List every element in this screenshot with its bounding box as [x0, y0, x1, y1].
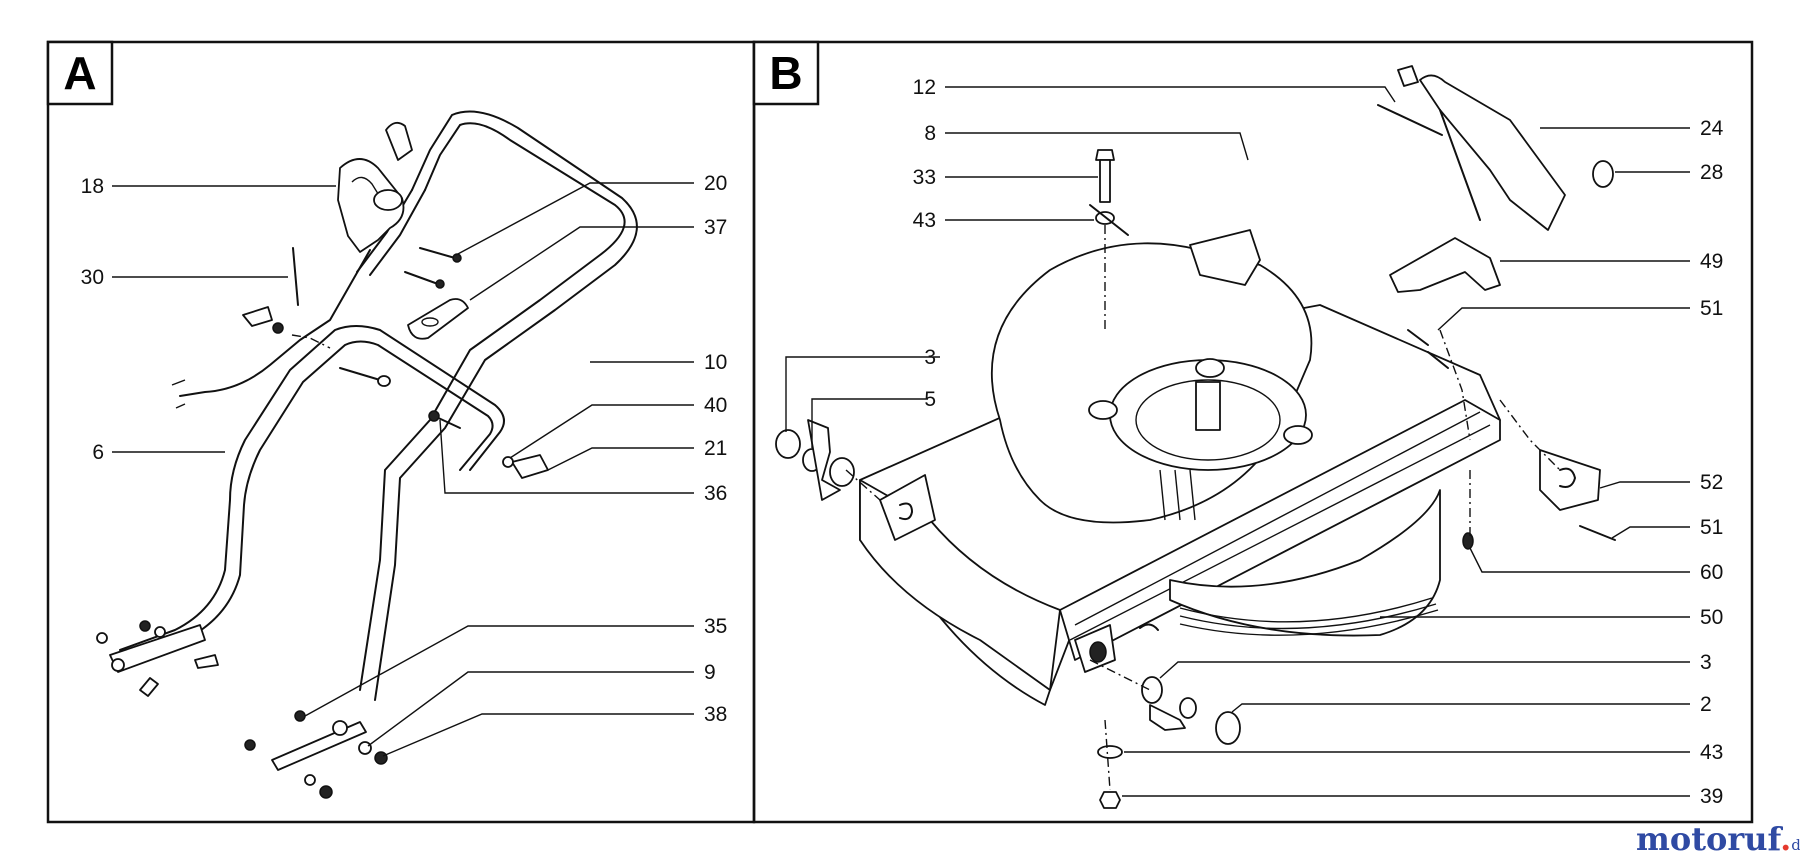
callout-51-upper: 51	[1700, 297, 1723, 320]
nut-60	[1462, 532, 1474, 550]
bracket-5	[807, 419, 841, 501]
lower-handle-bar	[119, 325, 505, 651]
callout-52: 52	[1700, 471, 1723, 494]
callout-5: 5	[924, 388, 936, 411]
rear-flap	[1189, 229, 1261, 286]
washer-2	[1215, 711, 1241, 745]
panel-a-frame	[46, 40, 756, 824]
panel-a-label: A	[46, 40, 114, 106]
mower-deck-drawing	[775, 65, 1616, 809]
callout-37: 37	[704, 216, 727, 239]
knob-21	[511, 454, 549, 479]
spring-12	[1377, 104, 1443, 136]
callout-35: 35	[704, 615, 727, 638]
panel-b-frame	[752, 40, 1754, 824]
panel-b-label: B	[752, 40, 820, 106]
screw-20	[419, 247, 456, 259]
upper-handle-bar	[359, 122, 626, 691]
callout-3-left: 3	[924, 346, 936, 369]
watermark-tld: de	[1791, 836, 1800, 854]
left-wheel-bracket	[879, 474, 936, 541]
panel-a-letter: A	[63, 47, 96, 99]
panel-a-callouts: 18 30 6 20 37 10 40 21 36 35 9 38	[81, 172, 728, 726]
callout-40: 40	[704, 394, 727, 417]
callout-18: 18	[81, 175, 104, 198]
washer-3-right	[1141, 676, 1163, 704]
panel-b-leaders	[785, 86, 1690, 797]
callout-49: 49	[1700, 250, 1723, 273]
pin-8	[1089, 204, 1129, 236]
callout-6: 6	[92, 441, 104, 464]
callout-2: 2	[1700, 693, 1712, 716]
pin-51-upper	[1407, 329, 1429, 346]
callout-24: 24	[1700, 117, 1724, 140]
nut-39	[1099, 791, 1121, 809]
panel-b-letter: B	[769, 47, 802, 99]
watermark-name: motoruf	[1636, 820, 1781, 858]
rod-30	[292, 247, 299, 306]
callout-12: 12	[913, 76, 936, 99]
callout-8: 8	[924, 122, 936, 145]
callout-9: 9	[704, 661, 716, 684]
bracket-49	[1389, 237, 1501, 293]
callout-30: 30	[81, 266, 104, 289]
bolt-lower	[339, 367, 381, 381]
callout-36: 36	[704, 482, 727, 505]
control-lever	[337, 158, 405, 253]
callout-43-top: 43	[913, 209, 936, 232]
deck-rib-50	[1169, 489, 1441, 637]
watermark-logo: motoruf.de	[1636, 820, 1800, 858]
hinge-52	[1539, 449, 1601, 511]
callout-33: 33	[913, 166, 936, 189]
callout-10: 10	[704, 351, 727, 374]
control-cable	[179, 249, 371, 397]
spring-cap	[1397, 65, 1419, 87]
lever-24	[1419, 74, 1566, 231]
right-bracket-plate	[271, 721, 367, 771]
bolt-33	[1095, 149, 1115, 161]
cap-28	[1592, 160, 1614, 188]
panel-a-leaders	[112, 182, 694, 757]
callout-60: 60	[1700, 561, 1723, 584]
washer-43-bottom	[1097, 745, 1123, 759]
callout-20: 20	[704, 172, 727, 195]
washer-3-left	[775, 429, 801, 459]
callout-51-lower: 51	[1700, 516, 1723, 539]
watermark-dot: .	[1780, 820, 1792, 858]
callout-39: 39	[1700, 785, 1723, 808]
callout-43-bottom: 43	[1700, 741, 1723, 764]
callout-38: 38	[704, 703, 727, 726]
handle-assembly-drawing	[96, 110, 638, 799]
callout-28: 28	[1700, 161, 1723, 184]
callout-50: 50	[1700, 606, 1723, 629]
pin-51-lower	[1579, 525, 1616, 541]
callout-21: 21	[704, 437, 727, 460]
panel-b-callouts: 12 8 33 43 3 5 24 28 49 51 52 51 60 50 3…	[913, 76, 1724, 808]
knob-part	[242, 306, 273, 327]
bracket-37	[407, 298, 469, 340]
callout-3-right: 3	[1700, 651, 1712, 674]
